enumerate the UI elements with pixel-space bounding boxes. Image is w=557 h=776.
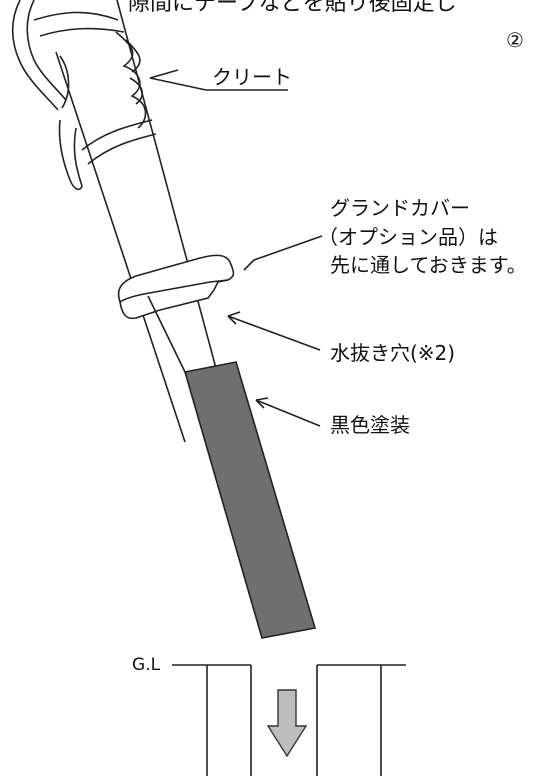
rope-icon [11, 0, 157, 191]
black-paint-label: 黒色塗装 [330, 413, 410, 437]
ground-cover-label-line2: （オプション品）は [318, 225, 498, 249]
ground-socket [172, 663, 406, 776]
black-paint-leader-line [255, 399, 321, 427]
down-arrow-icon [266, 689, 308, 758]
drain-hole-leader-line [227, 315, 321, 351]
pole-right-edge [116, 0, 225, 399]
pole-left-edge [55, 51, 186, 443]
cleat-leader-line [149, 69, 288, 91]
cleat-icon [115, 31, 147, 129]
top-instruction-text: 隙間にテープなどを貼り後固定し [128, 0, 457, 16]
step-number: ② [506, 28, 524, 52]
ground-cover-leader-line [243, 235, 323, 271]
ground-cover-label-line3: 先に通しておきます。 [330, 253, 527, 277]
ground-cover [117, 254, 235, 320]
ground-level-label: G.L [132, 655, 161, 675]
black-painted-section [183, 361, 317, 639]
cleat-label: クリート [212, 65, 292, 89]
ground-cover-label-line1: グランドカバー [330, 196, 470, 220]
pole [55, 0, 317, 639]
drain-hole-label: 水抜き穴(※2) [330, 341, 455, 365]
